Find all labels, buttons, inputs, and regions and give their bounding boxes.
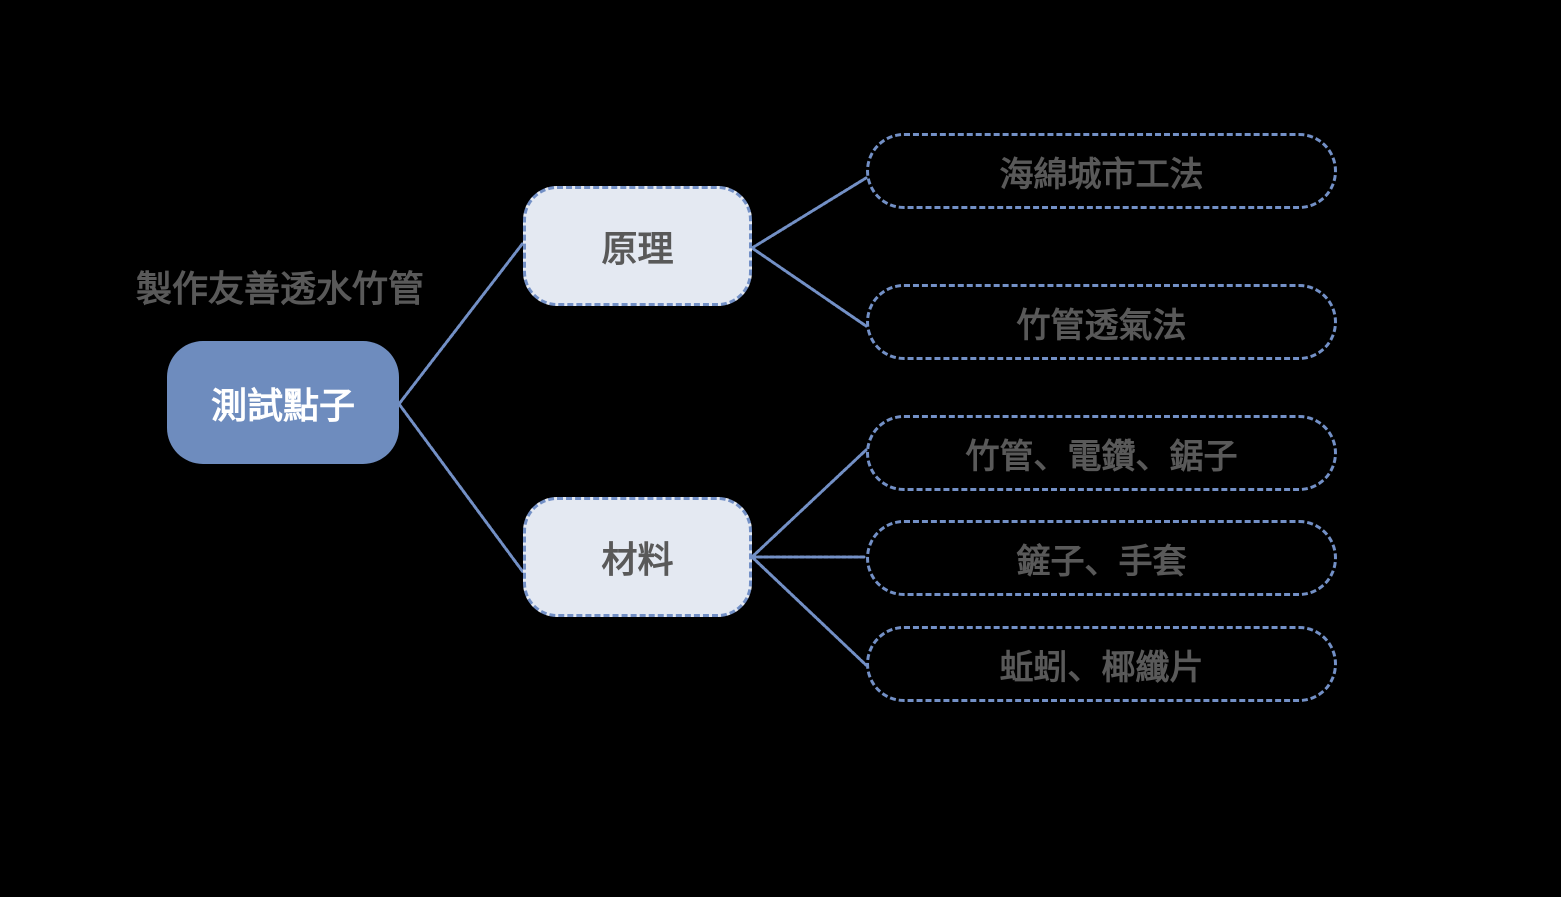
root-node: 測試點子 [167, 341, 399, 464]
branch-node-label: 原理 [601, 229, 674, 270]
leaf-node-shovel-gloves: 鏟子、手套 [866, 520, 1337, 596]
branch-node-material: 材料 [523, 497, 752, 617]
connector-material-to-leaf-3 [750, 448, 868, 559]
leaf-node-tools: 竹管、電鑽、鋸子 [866, 415, 1337, 491]
leaf-node-label: 海綿城市工法 [999, 154, 1204, 195]
branch-node-principle: 原理 [523, 186, 752, 306]
root-node-label: 測試點子 [210, 385, 355, 427]
leaf-node-label: 竹管透氣法 [1016, 305, 1187, 346]
diagram-caption: 製作友善透水竹管 [135, 269, 424, 310]
connector-principle-to-leaf-1 [750, 176, 868, 250]
connector-root-to-material [397, 402, 525, 574]
leaf-node-earthworm-coir: 蚯蚓、椰纖片 [866, 626, 1337, 702]
connector-principle-to-leaf-2 [750, 246, 868, 328]
leaf-node-sponge-city: 海綿城市工法 [866, 133, 1337, 209]
leaf-node-label: 竹管、電鑽、鋸子 [965, 436, 1238, 477]
connector-root-to-principle [397, 241, 525, 406]
connector-material-to-leaf-5 [750, 555, 868, 667]
branch-node-label: 材料 [601, 540, 674, 581]
leaf-node-label: 鏟子、手套 [1016, 541, 1187, 582]
leaf-node-label: 蚯蚓、椰纖片 [999, 647, 1204, 688]
leaf-node-bamboo-aeration: 竹管透氣法 [866, 284, 1337, 360]
